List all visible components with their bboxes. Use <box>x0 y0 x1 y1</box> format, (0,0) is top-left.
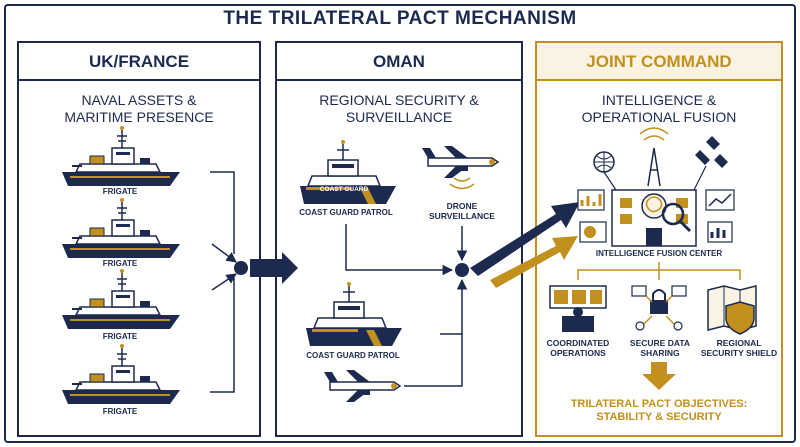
signal-waves-icon <box>449 177 475 190</box>
pact-objective: TRILATERAL PACT OBJECTIVES: STABILITY & … <box>570 398 748 423</box>
patrol-vessel-icon <box>305 281 403 347</box>
fusion-center-icon <box>577 127 735 247</box>
column-subtitle-uk-france: NAVAL ASSETS & MARITIME PRESENCE <box>64 92 214 125</box>
page-title: THE TRILATERAL PACT MECHANISM <box>223 8 577 29</box>
flow-arrow-to-oman <box>250 252 298 284</box>
command-screens-icon <box>549 285 607 332</box>
frigate-icon <box>61 197 181 259</box>
asset-label: COAST GUARD PATROL <box>306 351 400 360</box>
asset-label: DRONE SURVEILLANCE <box>429 201 495 221</box>
function-label: REGIONAL SECURITY SHIELD <box>700 338 778 358</box>
fusion-center-label: INTELLIGENCE FUSION CENTER <box>595 249 723 258</box>
column-subtitle-oman: REGIONAL SECURITY & SURVEILLANCE <box>319 92 479 125</box>
frigate-icon <box>61 268 181 330</box>
column-header-oman: OMAN <box>373 52 425 71</box>
frigate-label: FRIGATE <box>102 407 138 416</box>
patrol-vessel-icon <box>299 139 397 205</box>
flow-arrow-gold-to-command <box>490 236 578 288</box>
frigate-label: FRIGATE <box>102 187 138 196</box>
column-header-joint-command: JOINT COMMAND <box>586 52 732 71</box>
column-subtitle-joint-command: INTELLIGENCE & OPERATIONAL FUSION <box>581 92 737 125</box>
frigate-label: FRIGATE <box>102 332 138 341</box>
objective-arrow <box>642 362 676 390</box>
secure-network-icon <box>631 285 687 331</box>
frigate-icon <box>61 125 181 187</box>
drone-icon <box>323 369 401 403</box>
oman-junction-node <box>455 263 469 277</box>
column-header-uk-france: UK/FRANCE <box>88 52 190 71</box>
frigate-icon <box>61 343 181 405</box>
function-label: SECURE DATA SHARING <box>629 338 691 358</box>
map-shield-icon <box>707 285 757 335</box>
drone-icon <box>421 145 499 179</box>
ship-marking: COAST GUARD <box>319 186 369 193</box>
function-label: COORDINATED OPERATIONS <box>546 338 610 358</box>
uk-junction-node <box>234 261 248 275</box>
asset-label: COAST GUARD PATROL <box>299 208 393 217</box>
frigate-label: FRIGATE <box>102 259 138 268</box>
flow-arrow-to-command <box>470 202 580 276</box>
